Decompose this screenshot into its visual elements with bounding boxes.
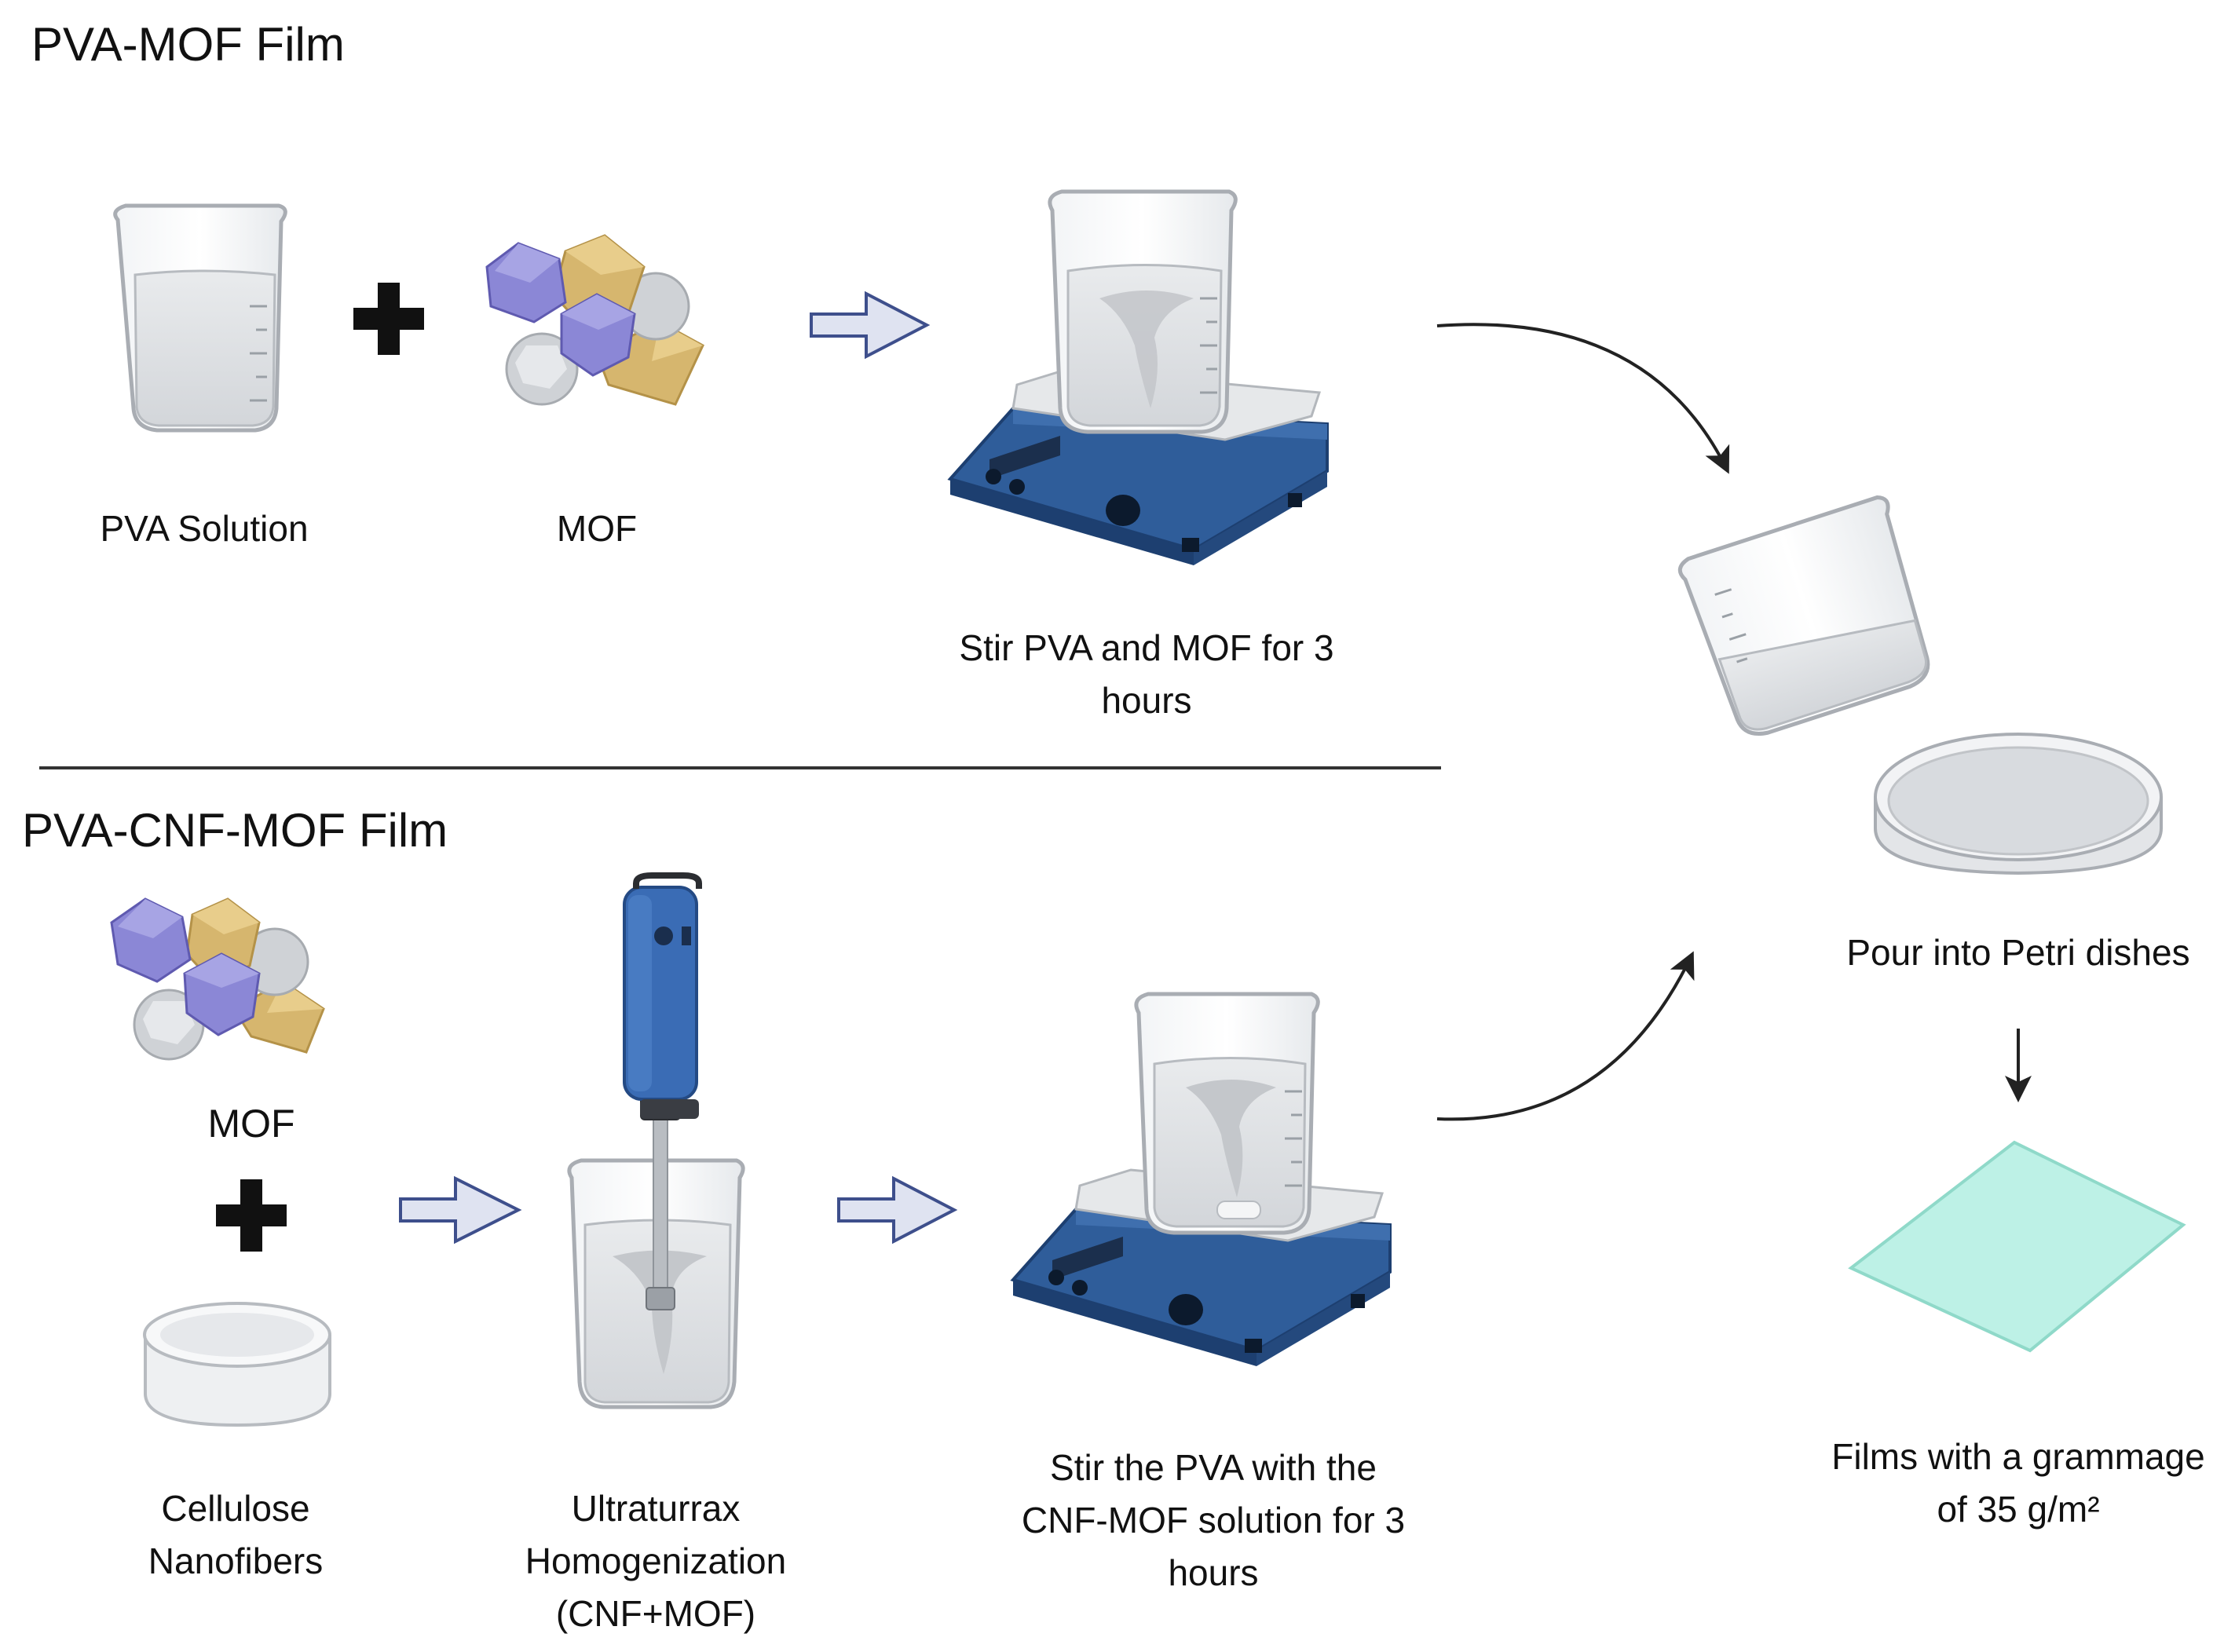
label-cellulose-line2: Nanofibers — [148, 1541, 324, 1581]
label-stir-top-line1: Stir PVA and MOF for 3 — [959, 627, 1334, 668]
label-ultraturrax-line1: Ultraturrax — [571, 1488, 741, 1529]
process-arrow-icon — [399, 1175, 522, 1244]
plus-bottom-icon — [216, 1179, 287, 1252]
label-stir-bottom-line3: hours — [1168, 1552, 1259, 1593]
label-ultraturrax-line2: Homogenization — [525, 1541, 787, 1581]
label-ultraturrax: Ultraturrax Homogenization (CNF+MOF) — [479, 1482, 832, 1640]
label-pva-solution: PVA Solution — [100, 508, 309, 549]
label-stir-top-line2: hours — [1101, 680, 1192, 721]
process-arrow-icon — [837, 1175, 958, 1244]
curved-arrow-top-icon — [1436, 323, 1730, 474]
beaker-stirring-bottom-icon — [1134, 992, 1320, 1235]
label-mof-top: MOF — [556, 508, 638, 549]
film-sheet-icon — [1848, 1140, 2186, 1353]
label-films-line2: of 35 g/m² — [1937, 1489, 2100, 1530]
cellulose-container-icon — [143, 1302, 331, 1427]
mof-crystals-icon — [485, 234, 704, 406]
label-films: Films with a grammage of 35 g/m² — [1783, 1431, 2235, 1536]
label-cellulose: Cellulose Nanofibers — [79, 1482, 393, 1588]
mof-crystals-bottom-icon — [110, 897, 325, 1061]
section-title-pva-mof: PVA-MOF Film — [31, 18, 345, 71]
label-stir-bottom: Stir the PVA with the CNF-MOF solution f… — [958, 1442, 1469, 1599]
plus-icon — [353, 283, 424, 355]
beaker-stirring-top-icon — [1048, 189, 1238, 434]
pouring-beaker-icon — [1677, 495, 1930, 736]
label-mof-bottom: MOF — [207, 1102, 295, 1146]
ultraturrax-homogenizer-icon — [567, 872, 745, 1409]
curved-arrow-bottom-icon — [1436, 951, 1695, 1121]
process-arrow-icon — [810, 291, 931, 360]
label-pour: Pour into Petri dishes — [1846, 932, 2190, 973]
section-title-pva-cnf-mof: PVA-CNF-MOF Film — [22, 804, 448, 857]
beaker-pva-solution-icon — [113, 203, 287, 433]
label-ultraturrax-line3: (CNF+MOF) — [555, 1593, 756, 1634]
petri-dish-icon — [1874, 733, 2163, 875]
label-cellulose-line1: Cellulose — [161, 1488, 310, 1529]
label-stir-top: Stir PVA and MOF for 3 hours — [891, 622, 1402, 727]
label-stir-bottom-line2: CNF-MOF solution for 3 — [1021, 1500, 1406, 1541]
label-films-line1: Films with a grammage — [1831, 1436, 2205, 1477]
label-stir-bottom-line1: Stir the PVA with the — [1050, 1447, 1377, 1488]
